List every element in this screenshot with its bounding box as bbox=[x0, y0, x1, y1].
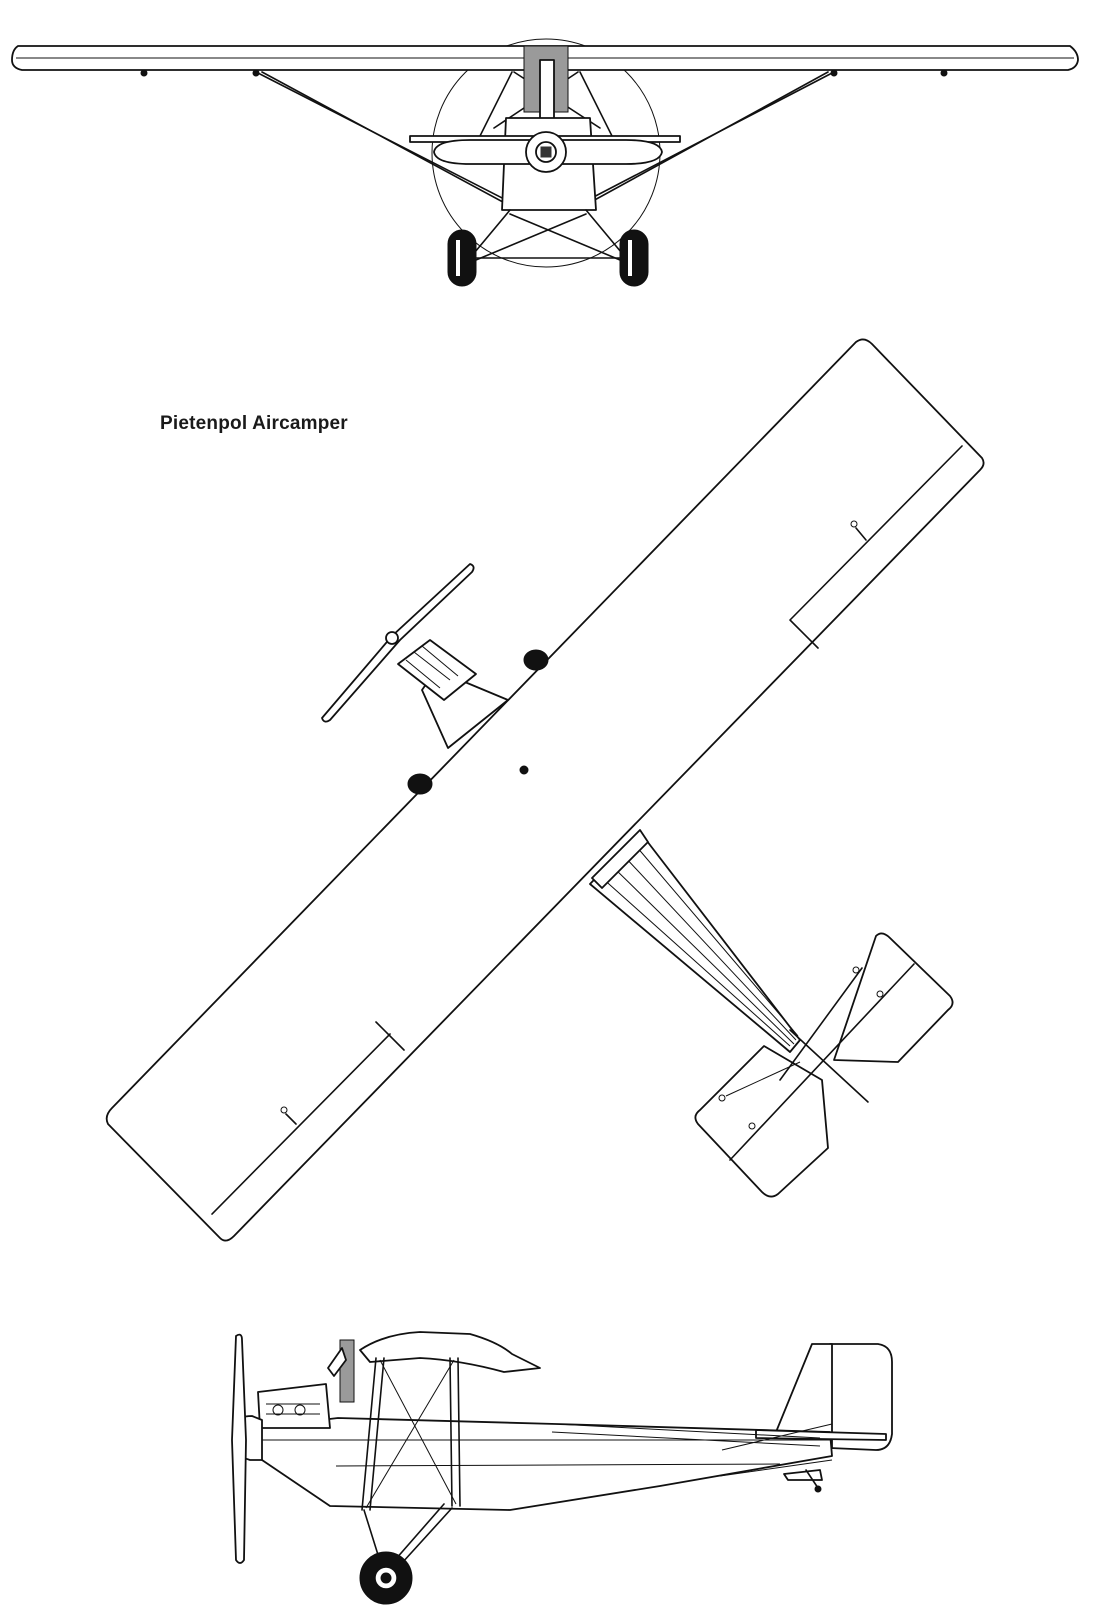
front-view bbox=[11, 38, 1079, 287]
top-elevator bbox=[694, 1045, 829, 1198]
top-wing bbox=[105, 338, 985, 1242]
top-stabilizer bbox=[833, 932, 954, 1063]
side-engine bbox=[257, 1383, 331, 1429]
side-wing bbox=[359, 1331, 541, 1373]
side-view bbox=[231, 1331, 893, 1605]
top-propeller bbox=[321, 563, 475, 723]
front-wheel-left bbox=[447, 229, 477, 287]
side-fuselage bbox=[251, 1417, 833, 1511]
side-stabilizer bbox=[755, 1429, 887, 1441]
drawing-title: Pietenpol Aircamper bbox=[160, 413, 348, 434]
top-view bbox=[105, 338, 985, 1242]
side-propeller bbox=[231, 1333, 247, 1564]
front-wheel-right bbox=[619, 229, 649, 287]
side-rudder bbox=[829, 1343, 893, 1451]
